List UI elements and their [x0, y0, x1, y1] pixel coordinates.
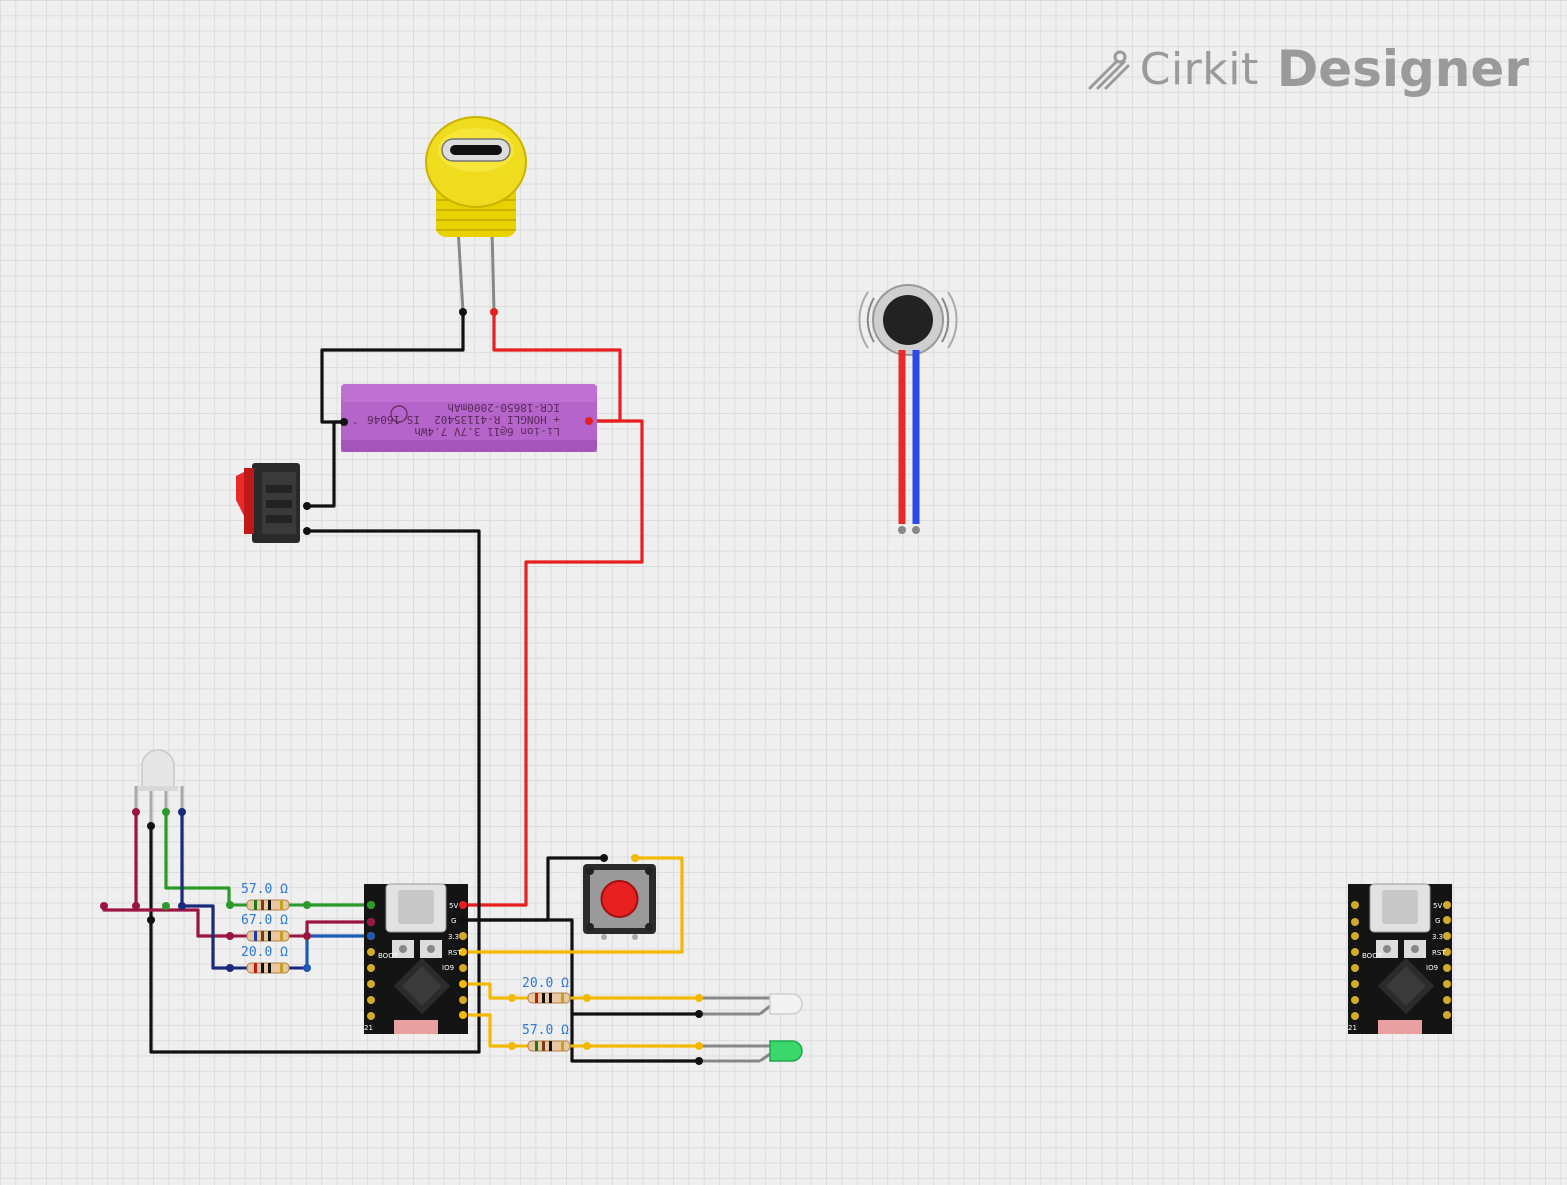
wire-rgb-blue[interactable] — [180, 810, 232, 970]
pin-label-21: 21 — [1348, 1024, 1357, 1032]
pin-label-21: 21 — [364, 1024, 373, 1032]
pin-label-boot: BOOT — [378, 952, 399, 960]
wire-rgb-red[interactable] — [102, 810, 138, 912]
wire-usb-gnd[interactable] — [320, 310, 465, 424]
wire-btn-gnd-2[interactable] — [461, 918, 701, 1063]
battery-logo-icon — [390, 405, 408, 423]
vibration-motor[interactable] — [858, 284, 958, 534]
resistor-group-right: 20.0 Ω 57.0 Ω — [508, 976, 591, 1052]
wire-batt-switch[interactable] — [305, 420, 346, 508]
rocker-switch[interactable] — [236, 463, 311, 543]
resistor-label: 20.0 Ω — [241, 945, 288, 960]
li-ion-battery[interactable]: Li-ion 6@11 3.7V 7.4Wh + HONGLI R-411354… — [340, 384, 597, 452]
esp32-c3-board-main[interactable]: 5V G 3.3 RST BOOT IO9 21 — [364, 883, 468, 1034]
resistor-label: 20.0 Ω — [522, 976, 569, 991]
wire-switch-gnd[interactable] — [149, 529, 481, 1054]
wire-led-green-signal[interactable] — [461, 1013, 514, 1048]
resistor-67ohm-led-red[interactable]: 67.0 Ω — [226, 913, 311, 942]
resistor-group-left: 57.0 Ω 67.0 Ω 20.0 Ω — [226, 882, 311, 974]
white-led[interactable] — [695, 993, 803, 1018]
pin-label-5v: 5V — [449, 902, 458, 910]
wire-rgb-green[interactable] — [164, 810, 231, 907]
green-led[interactable] — [695, 1040, 803, 1065]
battery-text-1: Li-ion 6@11 3.7V 7.4Wh — [414, 425, 560, 438]
pin-label-rst: RST — [448, 949, 462, 957]
resistor-20ohm-led-blue[interactable]: 20.0 Ω — [226, 945, 311, 974]
pin-label-g: G — [1435, 917, 1440, 925]
wire-r20-board[interactable] — [305, 934, 373, 970]
usb-c-jack[interactable] — [425, 116, 527, 316]
resistor-label: 57.0 Ω — [241, 882, 288, 897]
resistor-label: 57.0 Ω — [522, 1023, 569, 1038]
resistor-57ohm-green-led[interactable]: 57.0 Ω — [508, 1023, 591, 1052]
cirkit-logo-icon — [1088, 50, 1130, 90]
rgb-led[interactable] — [100, 749, 186, 924]
pin-label-io9: IO9 — [1426, 964, 1438, 972]
esp32-c3-board-spare[interactable]: 5V G 3.3 RST BOOT IO9 21 — [1348, 883, 1452, 1034]
logo-text-designer: Designer — [1276, 40, 1529, 98]
wire-led-white-signal[interactable] — [461, 982, 514, 1000]
resistor-57ohm-led-green[interactable]: 57.0 Ω — [226, 882, 311, 911]
pin-label-g: G — [451, 917, 456, 925]
app-logo: Cirkit Designer — [1086, 38, 1529, 100]
logo-text-cirkit: Cirkit — [1139, 43, 1259, 95]
pin-label-boot: BOOT — [1362, 952, 1383, 960]
pin-label-33: 3.3 — [448, 933, 459, 941]
battery-text-3: ICR-18650-2000mAh — [447, 401, 560, 414]
battery-text-2: + HONGLI R-41135402 — [434, 413, 560, 426]
wire-r67-board[interactable] — [305, 920, 373, 938]
wire-batt-5v[interactable] — [461, 419, 644, 907]
pin-label-io9: IO9 — [442, 964, 454, 972]
pushbutton[interactable] — [583, 854, 656, 940]
wire-btn-gnd[interactable] — [461, 856, 606, 922]
pin-label-33: 3.3 — [1432, 933, 1443, 941]
wires — [102, 310, 701, 1063]
battery-minus: - — [352, 416, 359, 429]
wire-btn-signal[interactable] — [461, 856, 684, 954]
resistor-label: 67.0 Ω — [241, 913, 288, 928]
pin-label-5v: 5V — [1433, 902, 1442, 910]
pin-label-rst: RST — [1432, 949, 1446, 957]
resistor-20ohm-white-led[interactable]: 20.0 Ω — [508, 976, 591, 1004]
